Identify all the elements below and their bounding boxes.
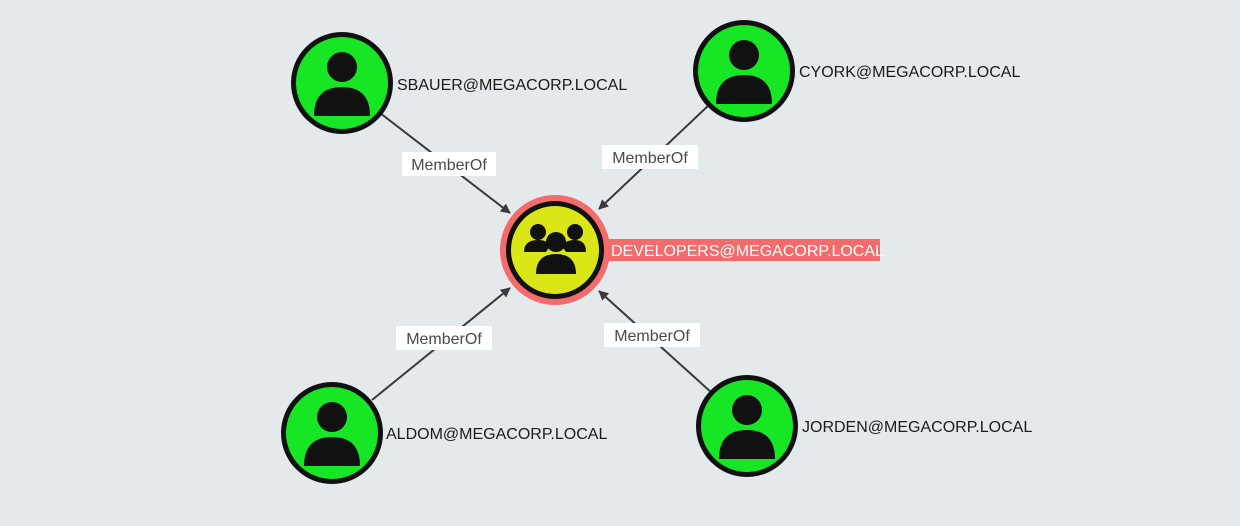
user-icon <box>314 52 370 116</box>
edge-label-box <box>602 145 698 169</box>
user-icon <box>719 395 775 459</box>
edge-label-box <box>402 152 496 176</box>
edge-aldom-memberof[interactable]: MemberOf <box>371 287 511 401</box>
edge-cyork-memberof[interactable]: MemberOf <box>598 103 711 210</box>
edge-label-box <box>604 323 700 347</box>
group-label-highlight <box>608 239 880 261</box>
user-label[interactable]: SBAUER@MEGACORP.LOCAL <box>397 77 627 94</box>
user-node-sbauer[interactable]: SBAUER@MEGACORP.LOCAL <box>291 32 627 134</box>
user-node-aldom[interactable]: ALDOM@MEGACORP.LOCAL <box>281 382 607 484</box>
user-icon <box>304 402 360 466</box>
user-label[interactable]: ALDOM@MEGACORP.LOCAL <box>386 426 607 443</box>
edge-label: MemberOf <box>612 150 688 167</box>
edge-label: MemberOf <box>406 331 482 348</box>
user-icon <box>716 40 772 104</box>
edges-layer: MemberOf MemberOf MemberOf MemberOf <box>371 103 713 401</box>
edge-label: MemberOf <box>614 328 690 345</box>
edge-label-box <box>396 326 492 350</box>
user-label[interactable]: JORDEN@MEGACORP.LOCAL <box>802 419 1032 436</box>
group-node-developers[interactable]: DEVELOPERS@MEGACORP.LOCAL <box>500 195 884 305</box>
group-label[interactable]: DEVELOPERS@MEGACORP.LOCAL <box>611 243 884 260</box>
user-label[interactable]: CYORK@MEGACORP.LOCAL <box>799 64 1020 81</box>
edge-label: MemberOf <box>411 157 487 174</box>
user-node-cyork[interactable]: CYORK@MEGACORP.LOCAL <box>693 20 1020 122</box>
user-node-jorden[interactable]: JORDEN@MEGACORP.LOCAL <box>696 375 1032 477</box>
edge-sbauer-memberof[interactable]: MemberOf <box>379 112 511 214</box>
group-icon <box>524 224 586 274</box>
edge-jorden-memberof[interactable]: MemberOf <box>598 290 713 394</box>
